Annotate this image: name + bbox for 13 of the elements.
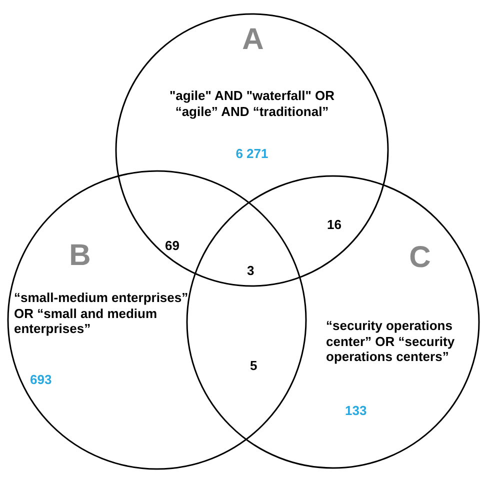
set-letter: B (68, 238, 92, 274)
set-letter: C (408, 240, 432, 276)
result-count: 6 271 (234, 146, 270, 162)
overlap-count: 69 (165, 238, 180, 253)
result-count: 693 (30, 372, 53, 388)
set-letter: A (241, 22, 265, 58)
search-query: "agile" AND "waterfall" OR “agile” AND “traditional” (168, 88, 336, 120)
result-count: 133 (345, 403, 368, 419)
overlap-count: 3 (247, 263, 254, 278)
search-query: “small-medium enterprises” OR “small and medium enterprises” (14, 290, 190, 337)
overlap-count: 16 (327, 217, 342, 232)
search-query: “security operations center” OR “security operations centers” (326, 318, 456, 365)
overlap-count: 5 (250, 358, 258, 373)
